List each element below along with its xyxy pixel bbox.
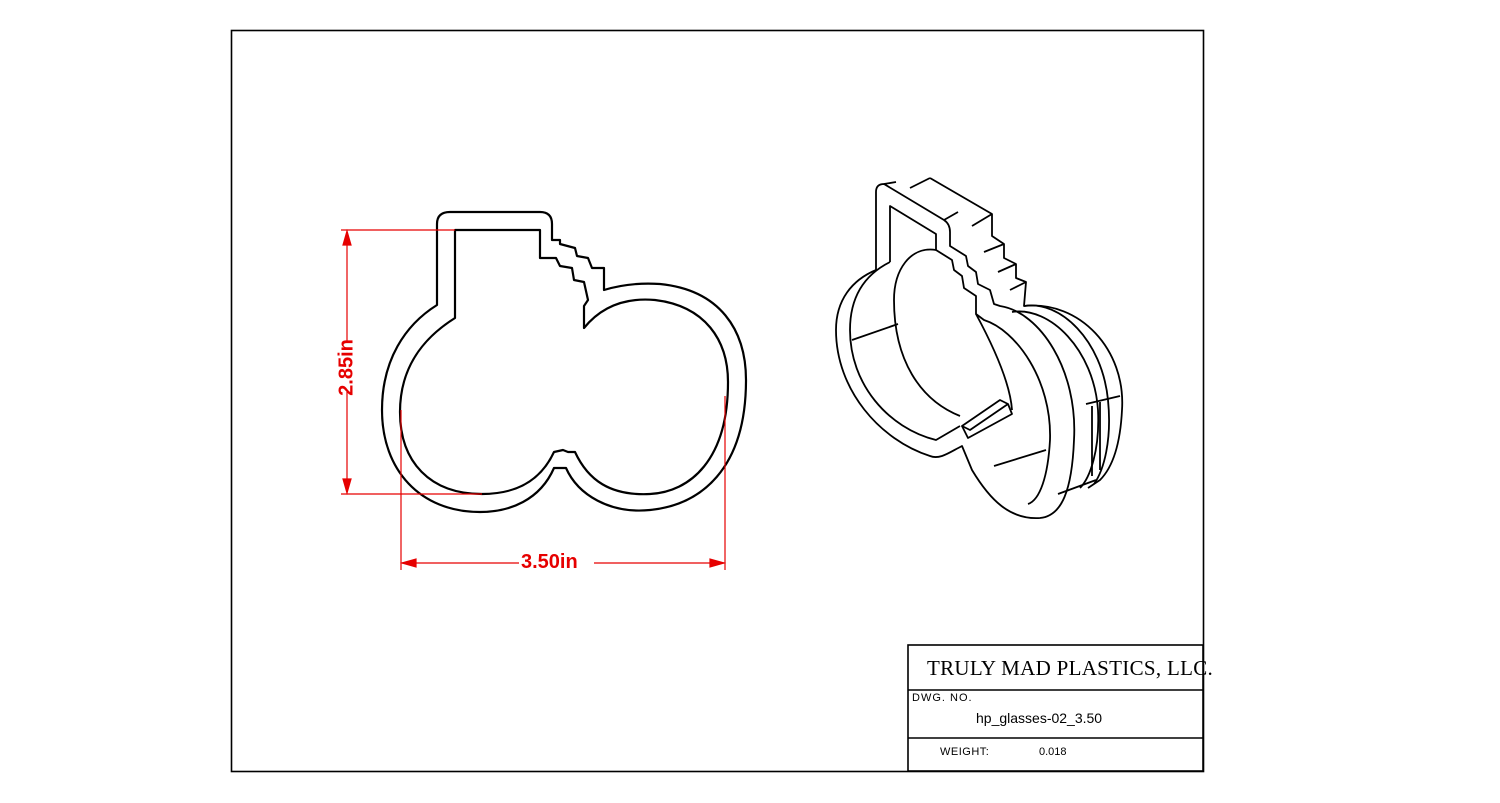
height-dimension <box>341 228 482 496</box>
inner-outline <box>398 228 730 496</box>
dwg-no-label: DWG. NO. <box>912 692 973 704</box>
outer-outline <box>380 210 748 514</box>
dwg-no-value: hp_glasses-02_3.50 <box>976 710 1103 726</box>
width-dimension-label: 3.50in <box>521 551 578 573</box>
front-outline-view <box>380 210 748 514</box>
width-dimension <box>399 396 727 570</box>
title-block <box>907 644 1204 772</box>
height-dimension-label: 2.85in <box>335 339 358 396</box>
weight-label: WEIGHT: <box>940 746 990 758</box>
sheet-border <box>230 29 1205 773</box>
company-name: TRULY MAD PLASTICS, LLC. <box>927 656 1214 680</box>
isometric-view <box>835 177 1124 519</box>
weight-value: 0.018 <box>1039 746 1067 758</box>
